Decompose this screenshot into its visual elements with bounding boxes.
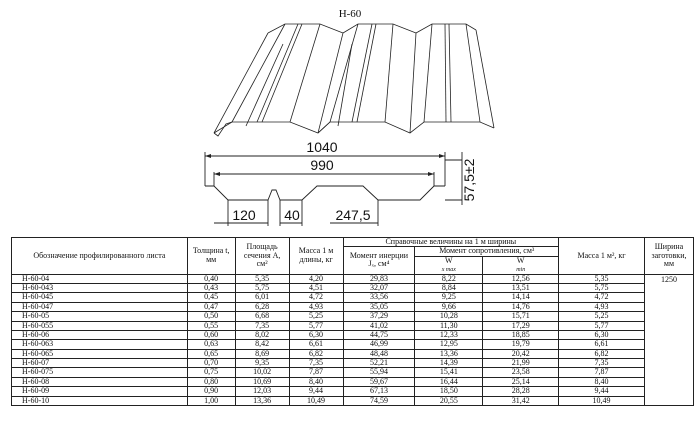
- cell-mass-m2: 10,49: [558, 395, 645, 407]
- cell-inertia: 33,56: [342, 292, 416, 303]
- header-inertia: Момент инерции Jₓ, см⁴: [342, 246, 416, 275]
- cell-w-min: 31,42: [482, 395, 560, 407]
- dim-flange: 120: [232, 207, 256, 223]
- cell-mass-length: 4,72: [288, 292, 344, 303]
- cell-w-max: 11,30: [414, 320, 484, 331]
- cell-mass-length: 5,25: [288, 311, 344, 322]
- header-w-max: W x max: [414, 255, 484, 275]
- header-blank-width: Ширина заготовки, мм: [643, 237, 695, 275]
- cell-area: 6,68: [234, 311, 290, 322]
- cell-mass-length: 6,61: [288, 339, 344, 350]
- cell-w-min: 14,14: [482, 292, 560, 303]
- cell-mass-m2: 5,77: [558, 320, 645, 331]
- page-title: Н-60: [338, 8, 362, 20]
- dim-pitch: 247,5: [335, 207, 370, 223]
- cell-inertia: 41,02: [342, 320, 416, 331]
- cell-designation: Н-60-055: [11, 320, 188, 331]
- dim-overall-width: 1040: [306, 139, 337, 155]
- header-mass-m2: Масса 1 м², кг: [558, 237, 645, 275]
- cell-designation: Н-60-09: [11, 386, 188, 397]
- cell-area: 8,42: [234, 339, 290, 350]
- cell-thickness: 0,55: [186, 320, 236, 331]
- cell-designation: Н-60-10: [11, 395, 188, 407]
- cell-thickness: 1,00: [186, 395, 236, 407]
- cell-blank-width: 1250: [643, 273, 695, 407]
- cell-area: 12,03: [234, 386, 290, 397]
- header-mass-length: Масса 1 м длины, кг: [288, 237, 344, 275]
- header-w-max-label: W: [445, 255, 453, 265]
- cell-mass-m2: 5,25: [558, 311, 645, 322]
- cell-w-min: 17,29: [482, 320, 560, 331]
- profile-spec-table: Обозначение профилированного листа Толщи…: [11, 236, 695, 407]
- header-w-min-label: W: [516, 255, 525, 265]
- cell-mass-length: 10,49: [288, 395, 344, 407]
- cell-thickness: 0,90: [186, 386, 236, 397]
- cell-mass-length: 7,87: [288, 367, 344, 378]
- dim-rib: 40: [284, 207, 300, 223]
- cell-w-max: 10,28: [414, 311, 484, 322]
- cell-inertia: 55,94: [342, 367, 416, 378]
- cell-mass-m2: 9,44: [558, 386, 645, 397]
- header-w-max-sub: x max: [441, 267, 456, 274]
- cell-mass-m2: 4,72: [558, 292, 645, 303]
- cell-area: 13,36: [234, 395, 290, 407]
- cell-mass-length: 5,77: [288, 320, 344, 331]
- header-thickness: Толщина t, мм: [186, 237, 236, 275]
- cell-mass-m2: 7,87: [558, 367, 645, 378]
- cell-inertia: 74,59: [342, 395, 416, 407]
- cell-designation: Н-60-075: [11, 367, 188, 378]
- cell-mass-m2: 6,61: [558, 339, 645, 350]
- cell-area: 7,35: [234, 320, 290, 331]
- header-w-min-sub: min: [516, 267, 526, 274]
- dim-working-width: 990: [310, 157, 334, 173]
- cell-designation: Н-60-063: [11, 339, 188, 350]
- cell-area: 6,01: [234, 292, 290, 303]
- cell-inertia: 67,13: [342, 386, 416, 397]
- cell-inertia: 37,29: [342, 311, 416, 322]
- cell-w-min: 23,58: [482, 367, 560, 378]
- cell-thickness: 0,63: [186, 339, 236, 350]
- cell-designation: Н-60-045: [11, 292, 188, 303]
- cell-thickness: 0,45: [186, 292, 236, 303]
- sheet-3d-view: [213, 23, 495, 137]
- cell-thickness: 0,75: [186, 367, 236, 378]
- section-profile: [204, 152, 463, 226]
- header-area: Площадь сечения A, см²: [234, 237, 290, 275]
- cell-inertia: 46,99: [342, 339, 416, 350]
- header-w-min: W min: [482, 255, 560, 275]
- cell-mass-length: 9,44: [288, 386, 344, 397]
- header-designation: Обозначение профилированного листа: [11, 237, 188, 275]
- cell-w-min: 19,79: [482, 339, 560, 350]
- cell-w-max: 12,95: [414, 339, 484, 350]
- cell-w-min: 15,71: [482, 311, 560, 322]
- cell-w-max: 9,25: [414, 292, 484, 303]
- cell-w-max: 20,55: [414, 395, 484, 407]
- profile-drawing: 1040 990 120 40 247,5 57,5±2: [204, 23, 495, 226]
- cell-thickness: 0,50: [186, 311, 236, 322]
- header-moment: Момент сопротивления, см³: [414, 246, 560, 257]
- cell-area: 10,02: [234, 367, 290, 378]
- cell-w-max: 15,41: [414, 367, 484, 378]
- arrowheads: [205, 154, 445, 176]
- cell-w-max: 18,50: [414, 386, 484, 397]
- dim-height: 57,5±2: [461, 158, 477, 201]
- cell-designation: Н-60-05: [11, 311, 188, 322]
- cell-w-min: 28,28: [482, 386, 560, 397]
